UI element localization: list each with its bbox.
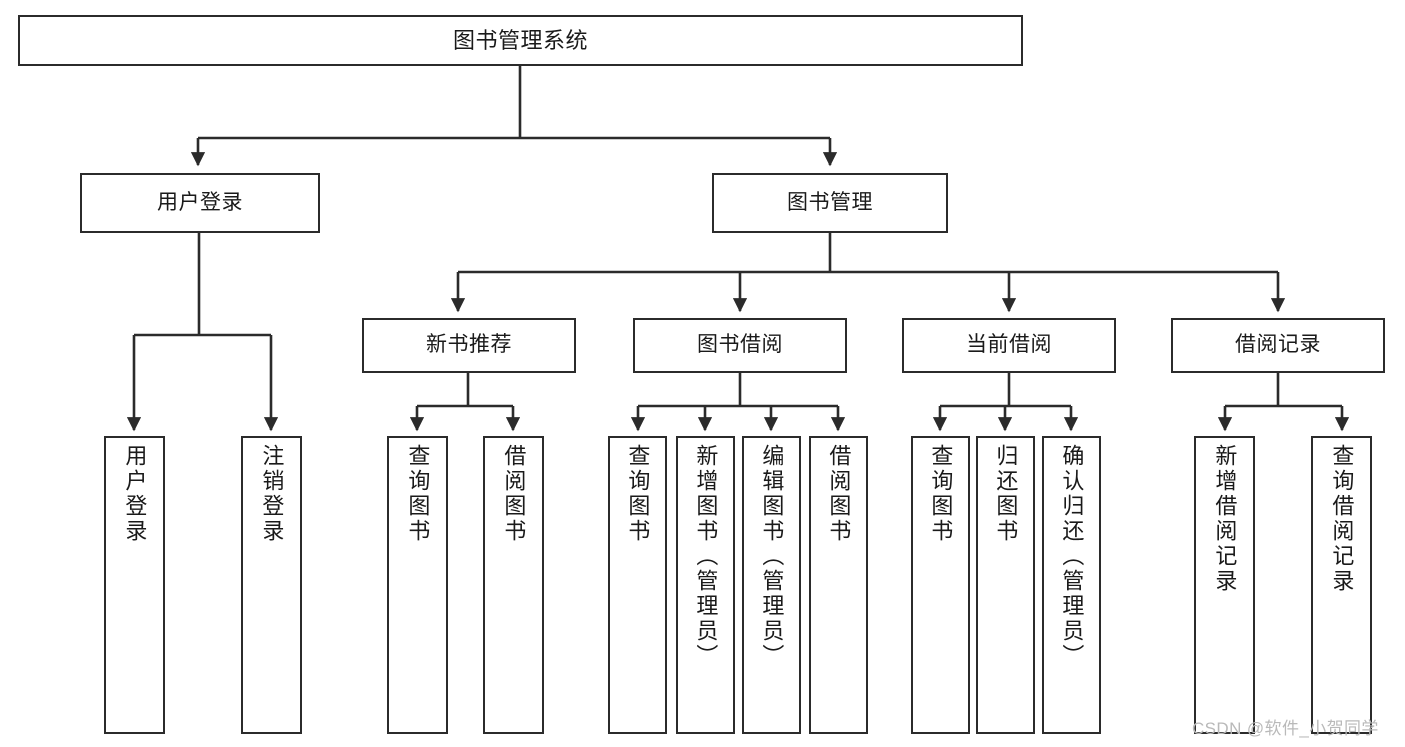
node-borrow-record[interactable]: 借阅记录 <box>1171 318 1385 373</box>
node-label: 借阅图书 <box>826 444 852 544</box>
node-label: 查询图书 <box>928 444 954 544</box>
watermark-text: CSDN @软件_小贺同学 <box>1192 719 1379 738</box>
node-label: 归还图书 <box>993 444 1019 544</box>
node-label: 图书管理系统 <box>452 27 588 53</box>
node-label: 编辑图书（管理员） <box>759 444 785 669</box>
node-new-book-recommend[interactable]: 新书推荐 <box>362 318 576 373</box>
node-label: 借阅图书 <box>501 444 527 544</box>
leaf-query-book-current[interactable]: 查询图书 <box>911 436 970 734</box>
node-current-borrow[interactable]: 当前借阅 <box>902 318 1116 373</box>
node-label: 确认归还（管理员） <box>1059 444 1085 669</box>
leaf-add-book-admin[interactable]: 新增图书（管理员） <box>676 436 735 734</box>
node-label: 用户登录 <box>157 190 243 214</box>
node-label: 新增图书（管理员） <box>693 444 719 669</box>
leaf-borrow-book[interactable]: 借阅图书 <box>809 436 868 734</box>
node-book-borrow[interactable]: 图书借阅 <box>633 318 847 373</box>
leaf-user-login[interactable]: 用户登录 <box>104 436 165 734</box>
leaf-return-book[interactable]: 归还图书 <box>976 436 1035 734</box>
leaf-query-book-recommend[interactable]: 查询图书 <box>387 436 448 734</box>
node-label: 注销登录 <box>259 444 285 544</box>
leaf-logout-login[interactable]: 注销登录 <box>241 436 302 734</box>
node-label: 当前借阅 <box>966 333 1052 357</box>
node-label: 图书管理 <box>787 190 873 214</box>
node-label: 查询图书 <box>625 444 651 544</box>
node-root-system[interactable]: 图书管理系统 <box>18 15 1023 66</box>
node-book-management[interactable]: 图书管理 <box>712 173 948 233</box>
leaf-borrow-book-recommend[interactable]: 借阅图书 <box>483 436 544 734</box>
leaf-edit-book-admin[interactable]: 编辑图书（管理员） <box>742 436 801 734</box>
leaf-confirm-return-admin[interactable]: 确认归还（管理员） <box>1042 436 1101 734</box>
leaf-add-borrow-record[interactable]: 新增借阅记录 <box>1194 436 1255 734</box>
node-label: 新增借阅记录 <box>1212 444 1238 594</box>
node-label: 查询图书 <box>405 444 431 544</box>
node-label: 图书借阅 <box>697 333 783 357</box>
node-label: 新书推荐 <box>426 333 512 357</box>
leaf-query-borrow-record[interactable]: 查询借阅记录 <box>1311 436 1372 734</box>
leaf-query-book-borrow[interactable]: 查询图书 <box>608 436 667 734</box>
node-label: 借阅记录 <box>1235 333 1321 357</box>
node-user-login[interactable]: 用户登录 <box>80 173 320 233</box>
node-label: 用户登录 <box>122 444 148 544</box>
node-label: 查询借阅记录 <box>1329 444 1355 594</box>
